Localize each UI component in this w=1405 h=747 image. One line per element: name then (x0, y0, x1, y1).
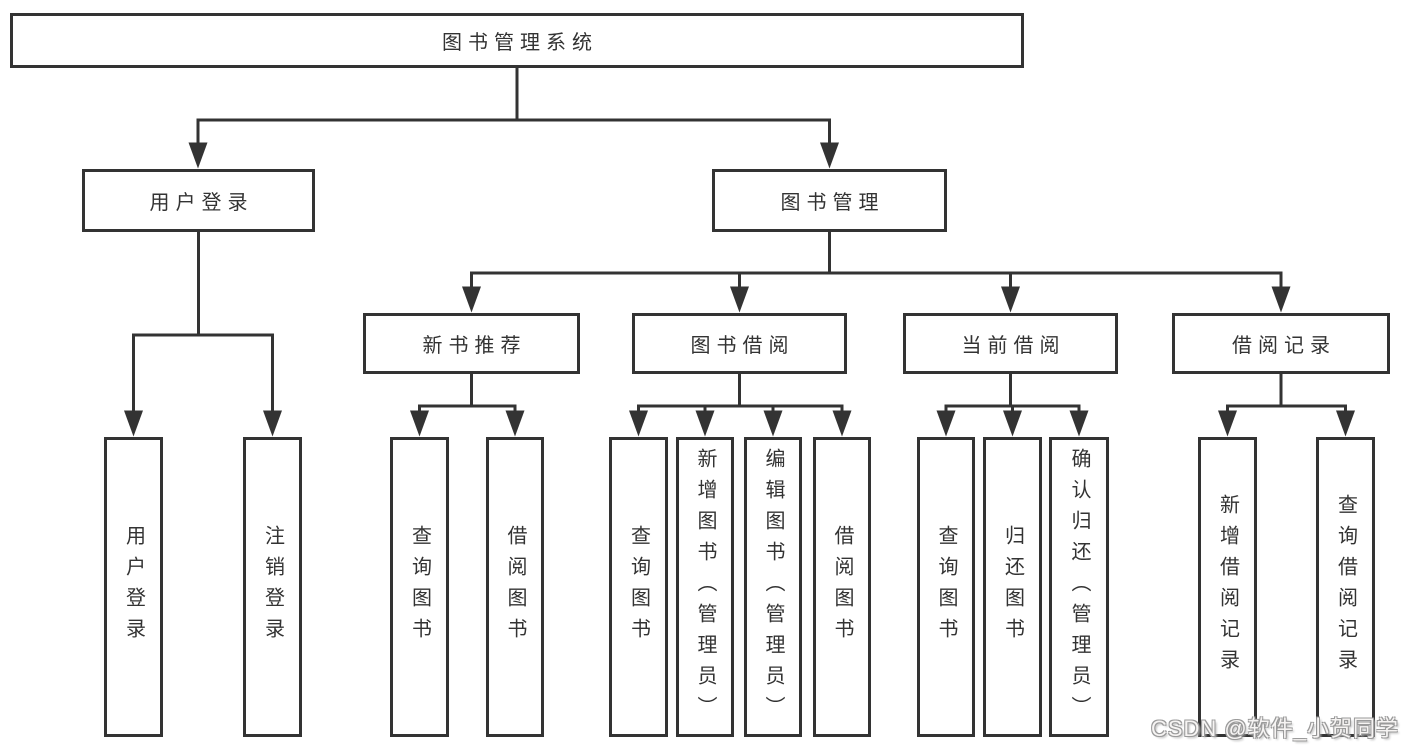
leaf-label: 查询图书 (627, 525, 650, 649)
leaf-label: 新增图书（管理员） (694, 447, 716, 727)
leaf-edit-books-admin: 编辑图书（管理员） (744, 437, 802, 737)
leaf-label: 查询图书 (408, 525, 431, 649)
node-user-login: 用户登录 (82, 169, 315, 232)
node-label: 图书借阅 (690, 335, 795, 357)
node-label: 借阅记录 (1232, 335, 1336, 357)
leaf-borrow-books-borrowing: 借阅图书 (813, 437, 871, 737)
leaf-label: 新增借阅记录 (1216, 494, 1239, 680)
leaf-label: 归还图书 (1001, 525, 1024, 649)
node-label: 新书推荐 (422, 335, 527, 357)
leaf-label: 借阅图书 (504, 525, 526, 649)
node-label: 用户登录 (149, 192, 254, 214)
node-book-management: 图书管理 (712, 169, 947, 232)
leaf-add-books-admin: 新增图书（管理员） (676, 437, 734, 737)
leaf-confirm-return-admin: 确认归还（管理员） (1049, 437, 1109, 737)
leaf-query-books-current: 查询图书 (917, 437, 975, 737)
leaf-label: 编辑图书（管理员） (762, 447, 784, 727)
node-book-borrowing: 图书借阅 (632, 313, 847, 374)
csdn-watermark: CSDN @软件_小贺同学 (1150, 716, 1399, 741)
leaf-label: 注销登录 (261, 525, 284, 649)
leaf-logout-login: 注销登录 (243, 437, 302, 737)
node-label: 图书管理 (780, 192, 885, 214)
leaf-borrow-books-recommend: 借阅图书 (486, 437, 544, 737)
leaf-query-books-recommend: 查询图书 (390, 437, 449, 737)
leaf-label: 查询借阅记录 (1334, 494, 1357, 680)
leaf-query-borrow-record: 查询借阅记录 (1316, 437, 1375, 737)
node-borrowing-records: 借阅记录 (1172, 313, 1390, 374)
leaf-label: 用户登录 (122, 525, 145, 649)
leaf-label: 确认归还（管理员） (1068, 447, 1090, 727)
node-label: 图书管理系统 (442, 32, 598, 54)
leaf-label: 查询图书 (935, 525, 957, 649)
node-label: 当前借阅 (961, 335, 1066, 357)
leaf-add-borrow-record: 新增借阅记录 (1198, 437, 1257, 737)
node-new-book-recommendation: 新书推荐 (363, 313, 580, 374)
node-current-borrowing: 当前借阅 (903, 313, 1118, 374)
leaf-user-login: 用户登录 (104, 437, 163, 737)
leaf-query-books-borrowing: 查询图书 (609, 437, 668, 737)
leaf-label: 借阅图书 (831, 525, 853, 649)
leaf-return-books: 归还图书 (983, 437, 1042, 737)
node-library-management-system: 图书管理系统 (10, 13, 1024, 68)
